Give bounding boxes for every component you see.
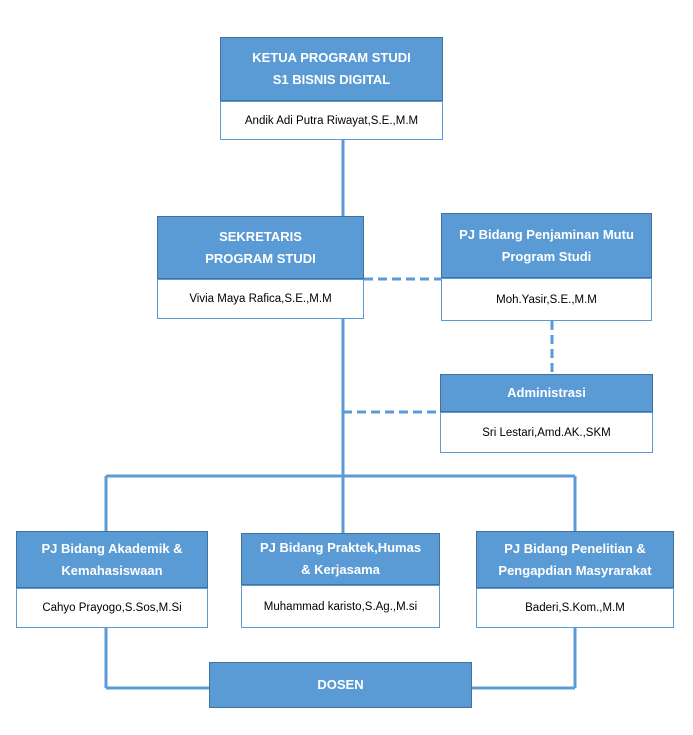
penelitian-title-box: PJ Bidang Penelitian & Pengapdian Masyra… xyxy=(476,531,674,588)
praktek-name-box: Muhammad karisto,S.Ag.,M.si xyxy=(241,585,440,628)
praktek-title-box: PJ Bidang Praktek,Humas & Kerjasama xyxy=(241,533,440,585)
penelitian-name-box: Baderi,S.Kom.,M.M xyxy=(476,588,674,628)
sekretaris-title-box: SEKRETARIS PROGRAM STUDI xyxy=(157,216,364,279)
dosen-box: DOSEN xyxy=(209,662,472,708)
akademik-name-box: Cahyo Prayogo,S.Sos,M.Si xyxy=(16,588,208,628)
sekretaris-name-box: Vivia Maya Rafica,S.E.,M.M xyxy=(157,279,364,319)
penjaminan-mutu-name-box: Moh.Yasir,S.E.,M.M xyxy=(441,278,652,321)
penjaminan-mutu-title-box: PJ Bidang Penjaminan Mutu Program Studi xyxy=(441,213,652,278)
ketua-name-box: Andik Adi Putra Riwayat,S.E.,M.M xyxy=(220,101,443,140)
administrasi-name-box: Sri Lestari,Amd.AK.,SKM xyxy=(440,412,653,453)
ketua-title-box: KETUA PROGRAM STUDI S1 BISNIS DIGITAL xyxy=(220,37,443,101)
administrasi-title-box: Administrasi xyxy=(440,374,653,412)
akademik-title-box: PJ Bidang Akademik & Kemahasiswaan xyxy=(16,531,208,588)
